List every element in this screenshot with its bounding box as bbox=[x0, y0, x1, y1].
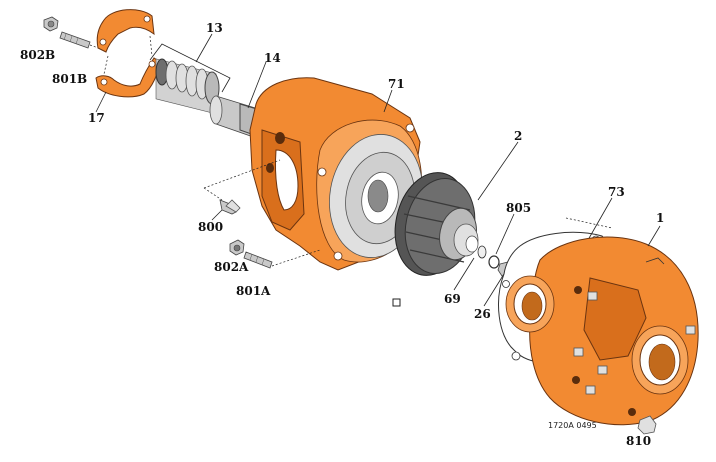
part-802a-nut bbox=[229, 239, 245, 256]
part-805-oring bbox=[488, 255, 500, 269]
part-71-adapter-bracket bbox=[249, 77, 423, 271]
part-seal-housing-upper bbox=[96, 9, 155, 53]
part-13-mechanical-seal-spring bbox=[155, 58, 220, 115]
part-802b-nut bbox=[43, 16, 59, 32]
part-801b-stud bbox=[59, 31, 91, 49]
part-810-drain-plug bbox=[637, 415, 657, 435]
callout-69: 69 bbox=[444, 292, 461, 306]
callout-26: 26 bbox=[474, 307, 491, 321]
callout-801a: 801A bbox=[236, 284, 271, 298]
part-800-capscrew bbox=[219, 199, 241, 215]
callout-810: 810 bbox=[626, 434, 651, 448]
drawing-number: 1720A 0495 bbox=[548, 421, 597, 430]
callout-2: 2 bbox=[514, 129, 522, 143]
callout-73: 73 bbox=[608, 185, 625, 199]
callout-71: 71 bbox=[388, 77, 405, 91]
callout-805: 805 bbox=[506, 201, 531, 215]
part-seal-housing-lower bbox=[95, 57, 161, 98]
square-marker bbox=[392, 298, 401, 307]
part-801a-stud bbox=[243, 251, 273, 269]
part-1-pump-casing bbox=[505, 236, 699, 426]
part-2-impeller bbox=[394, 172, 479, 276]
callout-802a: 802A bbox=[214, 260, 249, 274]
callout-17: 17 bbox=[88, 111, 105, 125]
callout-13: 13 bbox=[206, 21, 223, 35]
part-69-washer bbox=[477, 245, 487, 259]
callout-802b: 802B bbox=[20, 48, 55, 62]
callout-1: 1 bbox=[656, 211, 664, 225]
callout-801b: 801B bbox=[52, 72, 87, 86]
callout-800: 800 bbox=[198, 220, 223, 234]
callout-14: 14 bbox=[264, 51, 281, 65]
